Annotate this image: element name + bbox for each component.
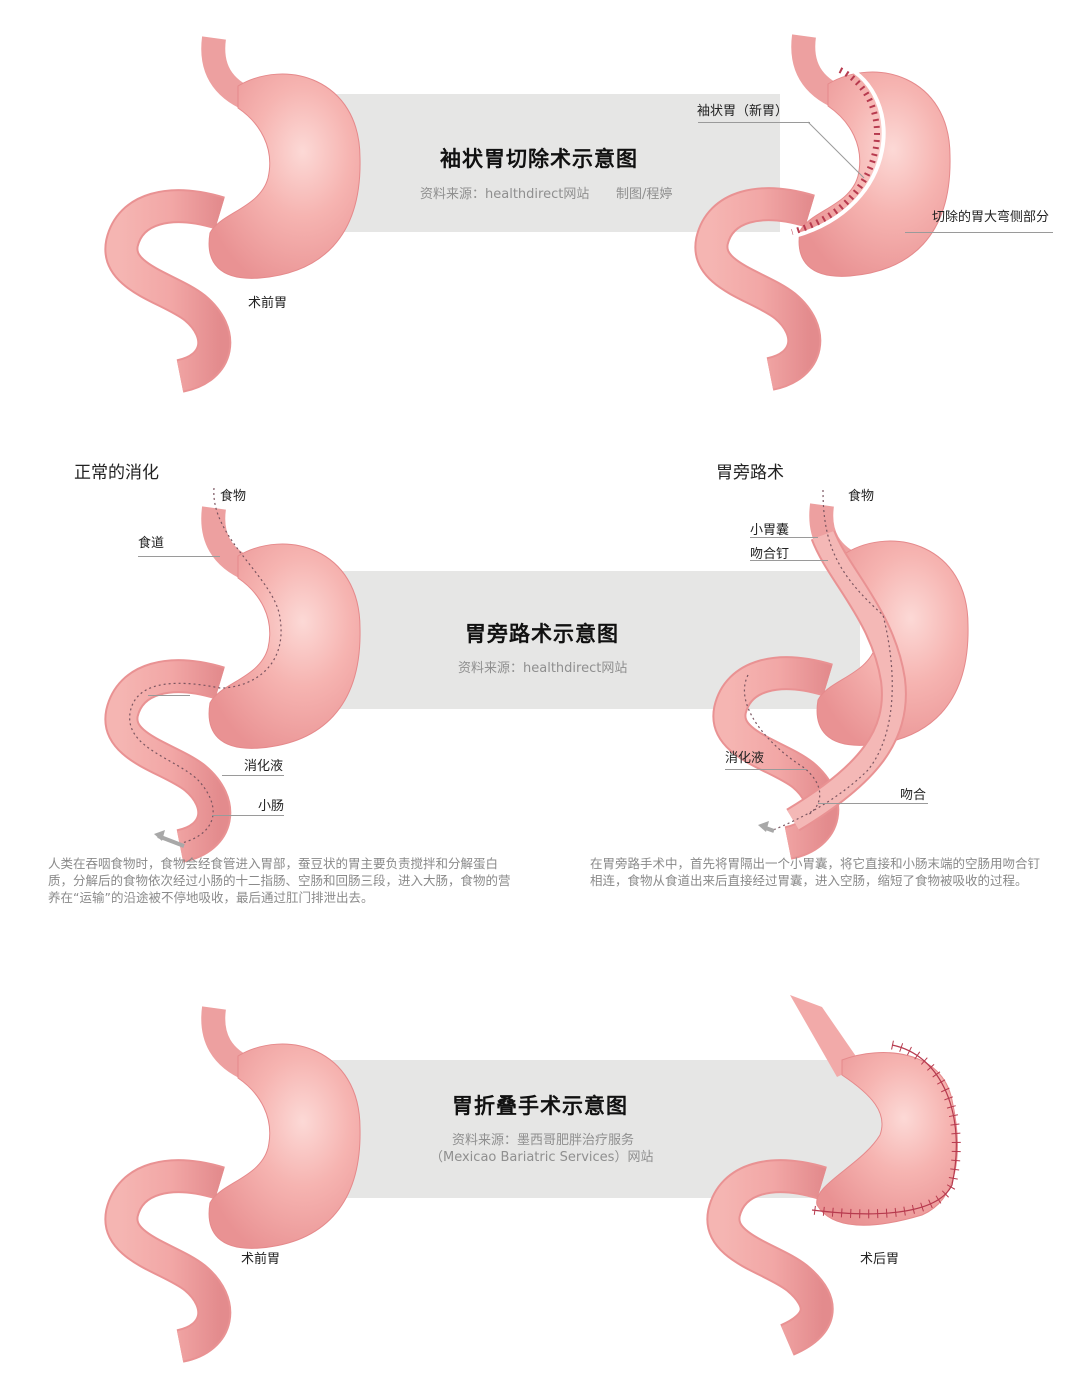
- bypass-food-label: 食物: [848, 489, 875, 504]
- small-intestine-leader: [212, 815, 284, 816]
- folding-title: 胃折叠手术示意图: [452, 1094, 628, 1118]
- esophagus-label: 食道: [138, 536, 165, 551]
- gastric-bypass-heading: 胃旁路术: [716, 463, 784, 483]
- normal-digestion-illustration: [110, 487, 370, 848]
- sleeve-credit: 制图/程婷: [616, 187, 673, 202]
- folding-after-illustration: [706, 995, 961, 1356]
- gastric-bypass-description: 在胃旁路手术中，首先将胃隔出一个小胃囊，将它直接和小肠末端的空肠用吻合钉相连，食…: [590, 856, 1041, 888]
- anastomosis-label: 吻合: [900, 788, 927, 803]
- normal-digestion-description: 人类在吞咽食物时，食物会经食管进入胃部，蚕豆状的胃主要负责搅拌和分解蛋白质，分解…: [48, 856, 511, 905]
- sleeve-title-band: [320, 94, 780, 232]
- sleeve-stomach-illustration: [700, 36, 960, 376]
- folding-after-label: 术后胃: [860, 1252, 900, 1267]
- bypass-source: 资料来源：healthdirect网站: [458, 661, 628, 676]
- esophagus-leader: [138, 556, 220, 557]
- normal-food-label: 食物: [220, 489, 247, 504]
- bypass-digestive-juice-leader: [725, 769, 807, 770]
- staples-leader: [750, 560, 828, 561]
- gastric-bypass-illustration: [718, 505, 978, 845]
- stomach-before-illustration: [110, 38, 370, 378]
- folding-before-label: 术前胃: [241, 1252, 281, 1267]
- anastomosis-leader: [818, 803, 928, 804]
- bypass-digestive-juice-label: 消化液: [725, 751, 765, 766]
- sleeve-source: 资料来源：healthdirect网站: [420, 187, 590, 202]
- bypass-title: 胃旁路术示意图: [465, 622, 619, 646]
- sleeve-title: 袖状胃切除术示意图: [440, 147, 638, 171]
- sleeve-removed-part-leader: [905, 232, 1053, 233]
- sleeve-new-stomach-label: 袖状胃（新胃）: [697, 104, 789, 119]
- sleeve-new-stomach-leader-diagonal: [807, 121, 865, 179]
- sleeve-new-stomach-leader: [698, 122, 810, 123]
- staples-label: 吻合钉: [750, 547, 790, 562]
- normal-digestion-heading: 正常的消化: [74, 463, 159, 483]
- small-intestine-label: 小肠: [258, 799, 285, 814]
- small-pouch-label: 小胃囊: [750, 523, 790, 538]
- small-pouch-leader: [750, 537, 818, 538]
- normal-digestive-juice-label: 消化液: [244, 759, 284, 774]
- folding-before-illustration: [110, 1008, 370, 1348]
- stomach-leader: [148, 695, 190, 696]
- before-stomach-label: 术前胃: [248, 296, 288, 311]
- folding-source-line2: （Mexicao Bariatric Services）网站: [430, 1150, 654, 1165]
- sleeve-removed-part-label: 切除的胃大弯侧部分: [932, 210, 1050, 225]
- folding-source-line1: 资料来源：墨西哥肥胖治疗服务: [452, 1133, 635, 1148]
- normal-digestive-juice-leader: [222, 775, 284, 776]
